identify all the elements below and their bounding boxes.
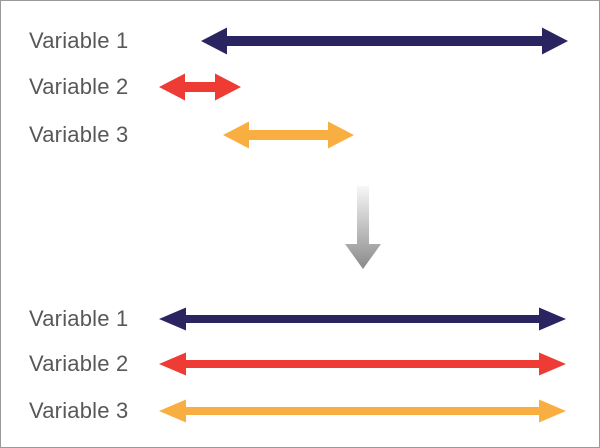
- double-arrow-after-variable-1: [159, 307, 566, 331]
- variable-label-after-1: Variable 1: [29, 306, 129, 331]
- transform-down-arrow: [345, 186, 381, 269]
- double-arrow-after-variable-3: [159, 399, 566, 423]
- double-arrow-after-variable-2: [159, 352, 566, 376]
- double-arrow-before-variable-2: [159, 73, 241, 101]
- variable-label-before-3: Variable 3: [29, 122, 129, 147]
- variable-label-after-3: Variable 3: [29, 398, 129, 423]
- double-arrow-before-variable-1: [201, 27, 568, 55]
- double-arrow-before-variable-3: [223, 121, 354, 149]
- variable-label-before-1: Variable 1: [29, 28, 129, 53]
- variable-label-after-2: Variable 2: [29, 351, 129, 376]
- variable-label-before-2: Variable 2: [29, 74, 129, 99]
